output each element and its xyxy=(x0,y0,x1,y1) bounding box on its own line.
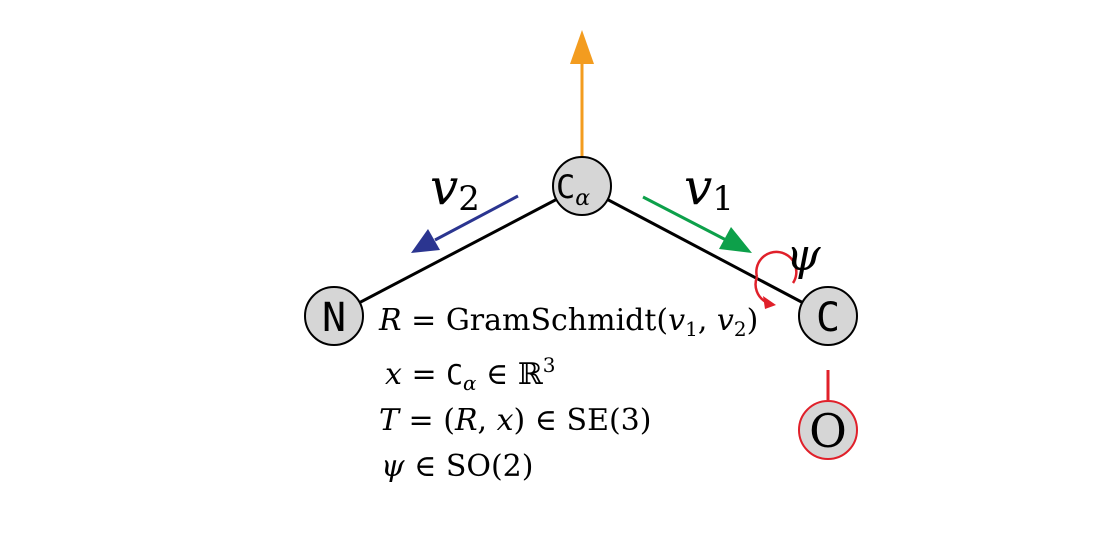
equation-torsion: ψ ∈ SO(2) xyxy=(381,449,533,484)
svg-text:Cα: Cα xyxy=(556,168,590,211)
torsion-label: ψ xyxy=(786,230,821,281)
atom-o: O xyxy=(798,400,858,460)
atom-n: N xyxy=(304,286,364,346)
atom-calpha: Cα xyxy=(552,156,612,216)
equation-frame: T = (R, x) ∈ SE(3) xyxy=(379,403,651,438)
v2-arrow xyxy=(411,194,519,253)
equation-rotation: R = GramSchmidt(v1, v2) xyxy=(378,303,758,341)
atom-o-label: O xyxy=(809,404,847,458)
normal-arrow xyxy=(570,30,594,158)
torsion-rotation-icon xyxy=(754,250,798,309)
atom-c: C xyxy=(798,286,858,346)
v1-label: v1 xyxy=(684,158,734,219)
v1-arrow xyxy=(642,195,752,253)
atom-calpha-subscript: α xyxy=(575,186,590,211)
equation-translation: x = Cα ∈ ℝ3 xyxy=(385,353,555,395)
bond-ca-c xyxy=(581,184,829,318)
atom-calpha-label: C xyxy=(556,168,575,206)
bond-n-ca xyxy=(333,184,583,318)
atom-c-label: C xyxy=(816,295,840,341)
atom-n-label: N xyxy=(322,295,346,341)
v2-label: v2 xyxy=(430,158,480,219)
